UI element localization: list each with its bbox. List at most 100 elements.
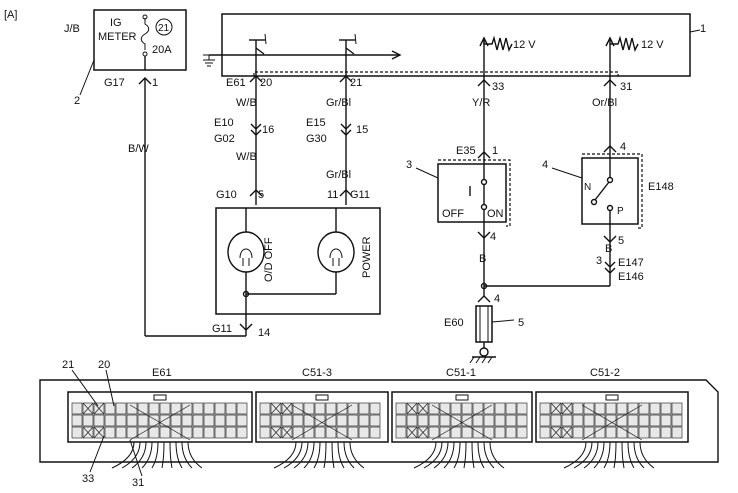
strip-callout-20: 20 (98, 359, 110, 371)
junction-pin-16: 16 (262, 124, 274, 136)
ecu-pin-20: 20 (260, 77, 272, 89)
fuse-symbol (140, 18, 150, 50)
strip-label-c51-2: C51-2 (590, 367, 620, 379)
ground-connector-body (475, 305, 493, 343)
ecu: 1 12 V 12 V (203, 13, 706, 77)
callout-1-leader (689, 29, 701, 33)
strip-outline (39, 379, 719, 463)
callout-5-leader (491, 319, 515, 323)
wire-wb-bottom: W/B (236, 151, 257, 163)
callout-3: 3 (406, 159, 412, 171)
lamp-box: O/D OFF POWER (215, 207, 381, 336)
connector-blocks (67, 391, 689, 469)
strip-callout-33: 33 (82, 473, 94, 485)
wire-orbl: Or/Bl (592, 97, 617, 109)
junction-e15: E15 (306, 117, 326, 129)
callout-4: 4 (542, 159, 548, 171)
supply-right: 12 V (641, 39, 664, 51)
junction-pin-11: 11 (327, 189, 338, 201)
supply-left: 12 V (513, 39, 536, 51)
shift-switch-conn: E148 (648, 181, 674, 193)
jb-fuse-line-2: METER (98, 31, 137, 43)
ecu-box (221, 13, 691, 77)
junction-g11-bottom: G11 (212, 323, 232, 335)
shift-switch-p: P (617, 206, 624, 217)
strip-label-e61: E61 (152, 367, 172, 379)
callout-4-leader (551, 167, 583, 179)
od-switch-conn: E35 (456, 145, 476, 157)
ground-circuit: B B 3 E147 E146 4 E60 5 (444, 238, 644, 364)
connector-block-e61 (67, 391, 253, 469)
ecu-pin-33: 33 (492, 81, 504, 93)
wire-b-left: B (479, 253, 486, 265)
ground-junction-b: E146 (618, 271, 644, 283)
lamp-box-outline (215, 207, 381, 315)
shift-switch-pin-top: 4 (620, 141, 626, 153)
circuit-orbl: Or/Bl 4 (592, 76, 626, 153)
junction-pin-5: 5 (258, 189, 264, 201)
junction-pin-14: 14 (258, 327, 270, 339)
shift-switch: 4 E148 N P 5 (542, 152, 674, 247)
wire-yr: Y/R (472, 97, 490, 109)
ecu-pin-31: 31 (620, 81, 632, 93)
jb-tag: J/B (64, 23, 80, 35)
od-off-label: O/D OFF (263, 237, 275, 282)
od-switch-box (437, 163, 507, 223)
od-switch-pin-bottom: 4 (490, 231, 496, 243)
junction-g10: G10 (216, 189, 237, 201)
connector-block-c51-2 (535, 391, 689, 469)
fuse-amp: 20A (152, 44, 172, 56)
connector-block-c51-3 (255, 391, 389, 469)
circuit-yr: Y/R E35 1 (456, 76, 498, 159)
shift-switch-n: N (584, 182, 591, 193)
od-switch-pin-top: 1 (492, 145, 498, 157)
od-switch: 3 OFF ON 4 (406, 158, 511, 243)
wire-grbl-top: Gr/Bl (326, 97, 351, 109)
ecu-conn: E61 (226, 77, 246, 89)
ecu-pin-21: 21 (350, 77, 362, 89)
callout-5: 5 (518, 317, 524, 329)
ground-junction-a: E147 (618, 257, 644, 269)
pullup-resistor-left: 12 V (479, 35, 536, 76)
pullup-resistor-right: 12 V (605, 35, 664, 76)
junction-block: J/B IG METER 21 20A 2 G17 1 (64, 9, 187, 107)
fuse-number: 21 (158, 23, 170, 34)
connector-strip: E61 C51-3 C51-1 C51-2 21 20 33 31 (39, 359, 719, 489)
callout-3-leader (415, 167, 439, 179)
junction-g02: G02 (214, 133, 235, 145)
jb-box (93, 9, 187, 71)
od-switch-off: OFF (442, 208, 464, 220)
circuit-grbl: Gr/Bl E15 G30 15 Gr/Bl 11 G11 (306, 75, 370, 205)
wire-b-right: B (605, 243, 612, 255)
callout-2-leader (79, 59, 95, 96)
junction-g11: G11 (350, 189, 370, 201)
ground-conn: E60 (444, 317, 464, 329)
strip-callout-21: 21 (62, 359, 74, 371)
fuse-terminal-top (142, 14, 148, 20)
wire-bw: B/W (128, 143, 149, 155)
od-switch-on: ON (487, 208, 504, 220)
strip-label-c51-1: C51-1 (446, 367, 476, 379)
wire-wb-top: W/B (236, 97, 257, 109)
fuse-number-circle (155, 18, 173, 36)
wire-grbl-bottom: Gr/Bl (326, 169, 351, 181)
figure-tag: [A] (4, 9, 17, 21)
shift-switch-pin-bottom: 5 (618, 235, 624, 247)
circuit-wb: W/B E10 G02 16 W/B G10 5 (214, 75, 274, 205)
ground-point (479, 347, 489, 357)
ground-junction-pin: 3 (596, 255, 602, 267)
callout-1: 1 (700, 23, 706, 35)
jb-pin: 1 (152, 77, 158, 89)
ground-conn-pin: 4 (494, 293, 500, 305)
junction-g30: G30 (306, 133, 327, 145)
jb-fuse-line-1: IG (110, 17, 122, 29)
junction-pin-15: 15 (356, 124, 368, 136)
power-label: POWER (361, 236, 373, 278)
jb-conn: G17 (104, 77, 125, 89)
strip-callout-31: 31 (132, 477, 144, 489)
strip-label-c51-3: C51-3 (302, 367, 332, 379)
callout-2: 2 (74, 95, 80, 107)
connector-block-c51-1 (391, 391, 533, 469)
junction-e10: E10 (214, 117, 234, 129)
